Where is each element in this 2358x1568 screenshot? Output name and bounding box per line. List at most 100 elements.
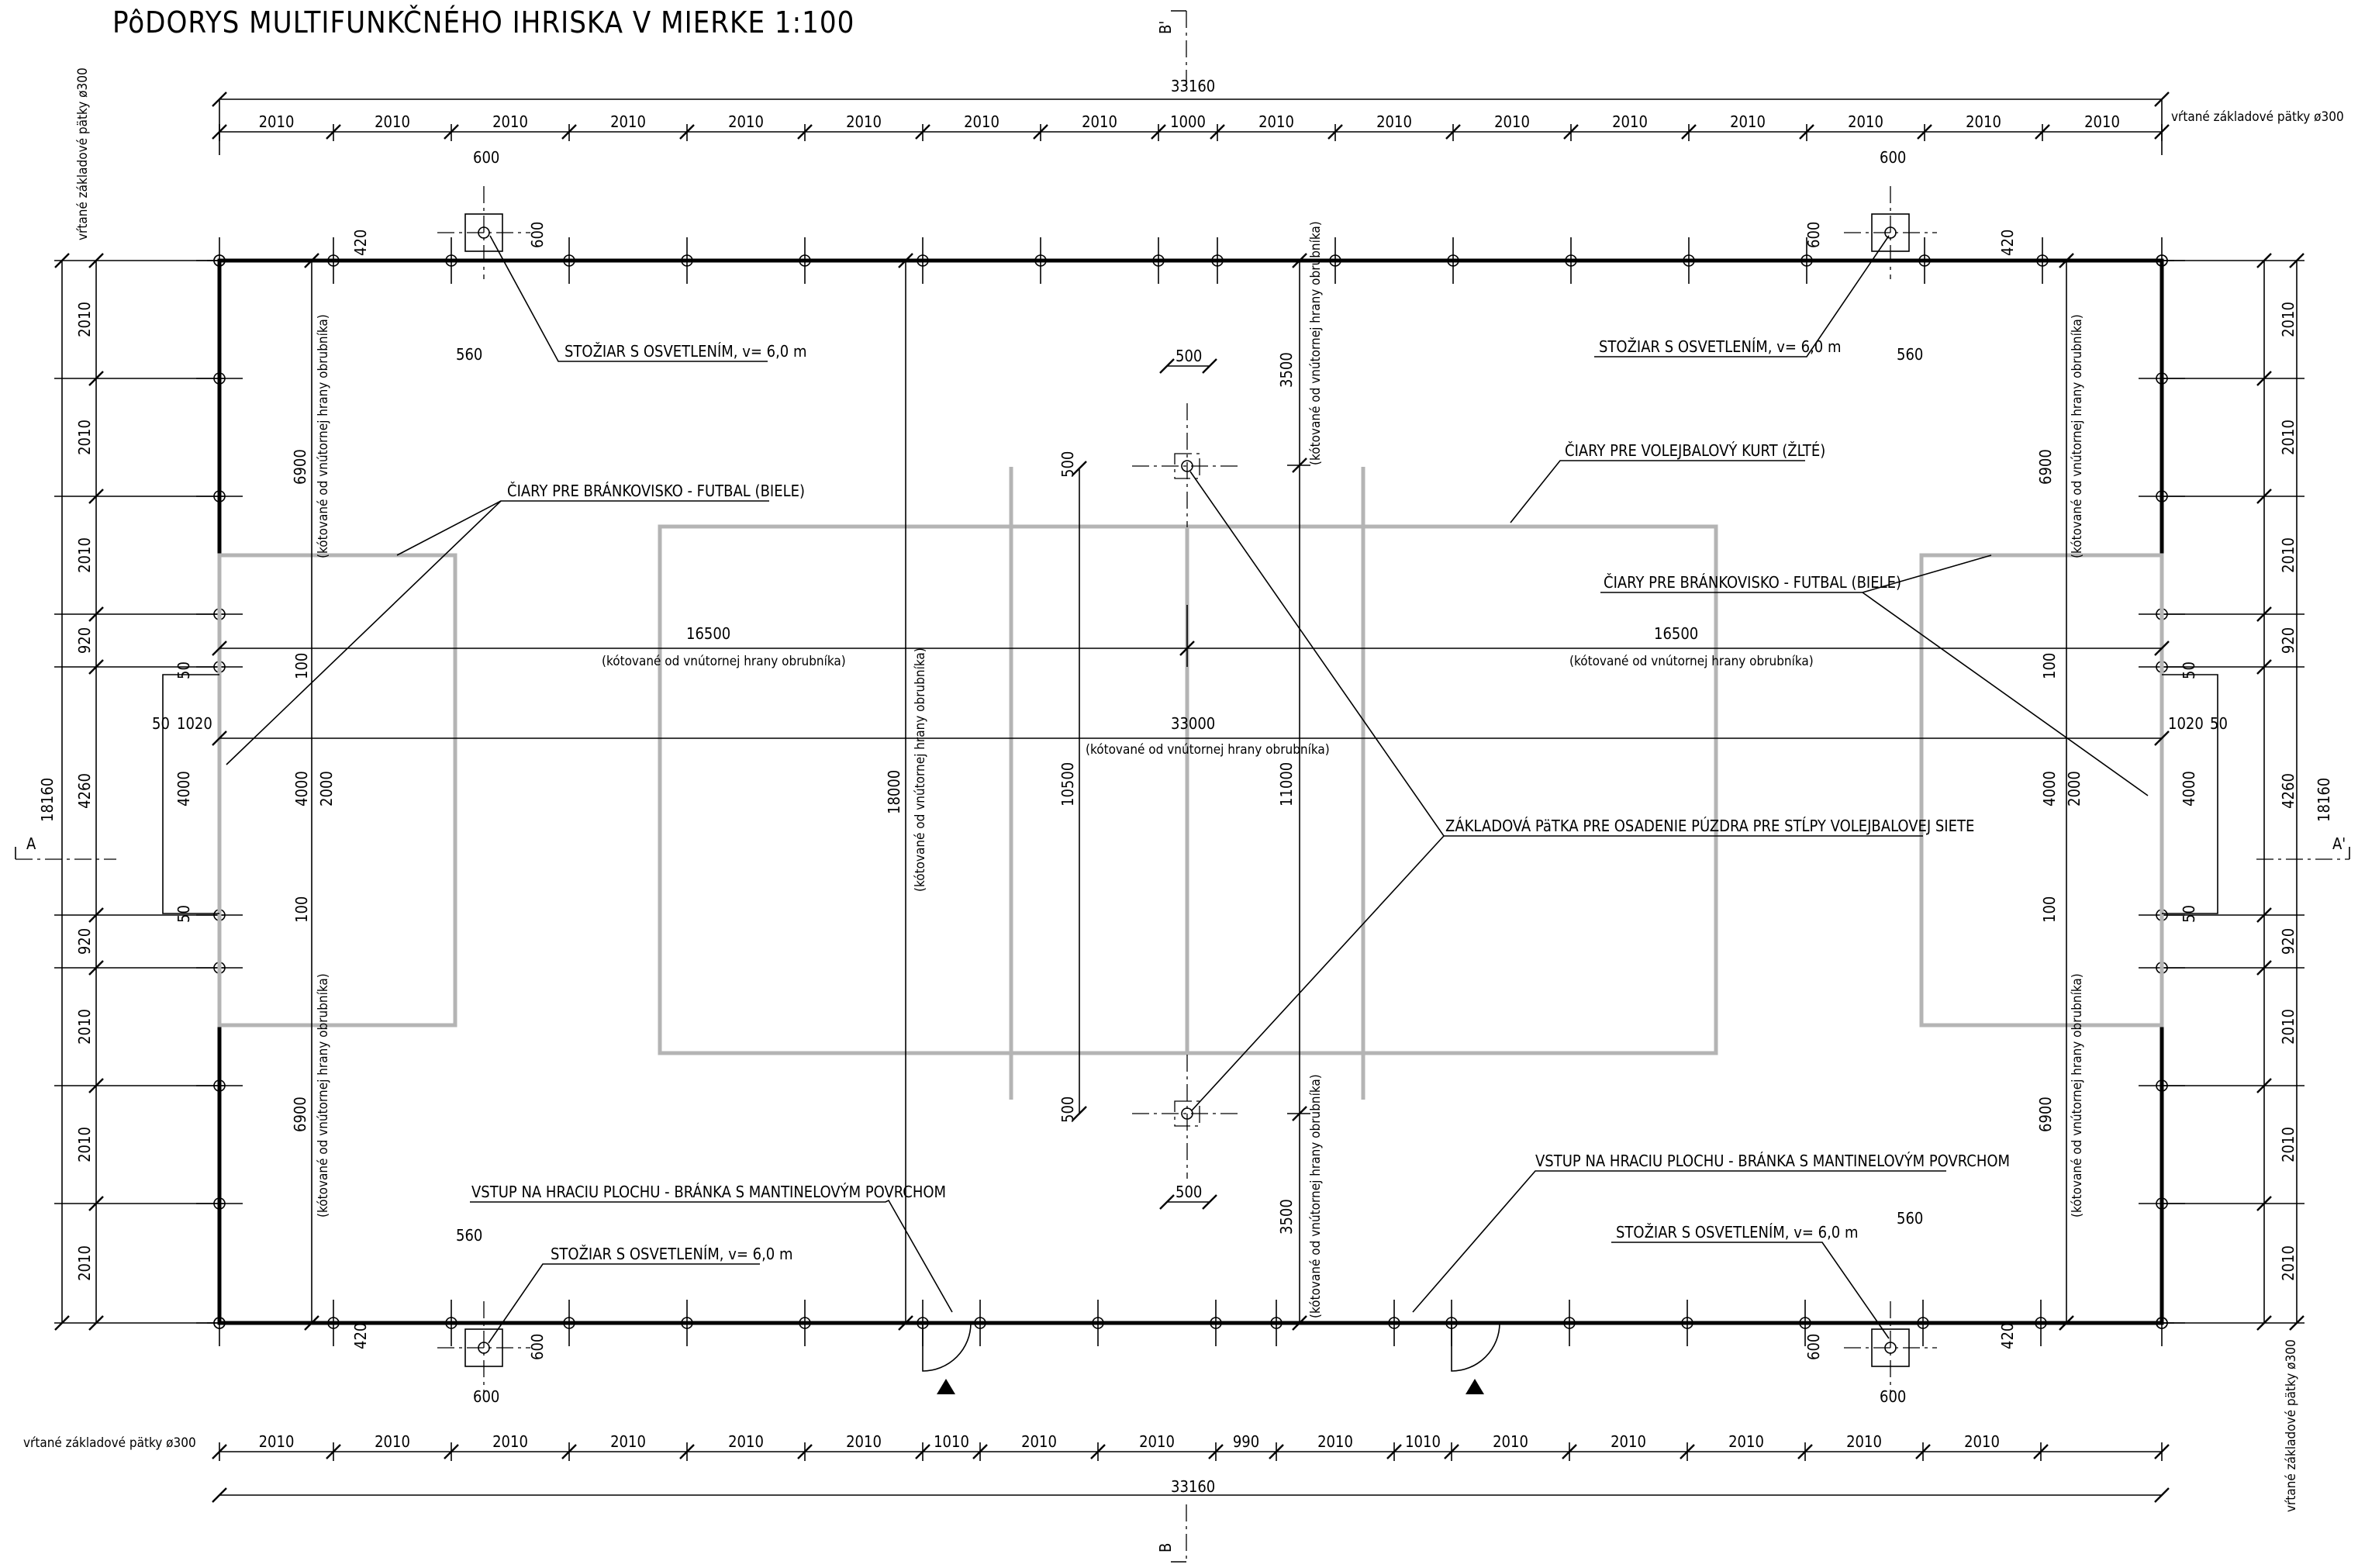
dim-tick: [2059, 253, 2074, 268]
note-left-bottom: (kótované od vnútornej hrany obrubníka): [316, 973, 331, 1217]
dim-tick: [1072, 1106, 1087, 1121]
dim-16500-left: 16500: [686, 624, 730, 643]
right-total-dim: 18160: [2315, 778, 2333, 822]
dim-50-right-a: 50: [2210, 714, 2228, 733]
dim-100-left-a: 100: [292, 653, 311, 679]
section-mark-a-left: A: [26, 834, 36, 853]
footing-note-bottom-left: vŕtané základové pätky ø300: [23, 1435, 196, 1451]
bottom-dim-9: 990: [1233, 1432, 1259, 1451]
bottom-dim-2: 2010: [492, 1432, 528, 1451]
note-right-top: (kótované od vnútornej hrany obrubníka): [2070, 314, 2085, 558]
note-33000: (kótované od vnútornej hrany obrubníka): [1086, 742, 1330, 758]
left-dim-8: 2010: [75, 1245, 94, 1281]
dim-6900-left-bottom: 6900: [291, 1097, 309, 1132]
label-net-footing: ZÁKLADOVÁ PäTKA PRE OSADENIE PÚZDRA PRE …: [1445, 817, 1974, 835]
dim-16500-right: 16500: [1654, 624, 1698, 643]
dim-1020-right: 1020: [2168, 714, 2204, 733]
right-dim-0: 2010: [2279, 302, 2298, 337]
dim-50-right-b: 50: [2180, 661, 2198, 679]
bottom-dim-7: 2010: [1021, 1432, 1057, 1451]
note-3500-top: (kótované od vnútornej hrany obrubníka): [1308, 221, 1324, 465]
callout-leader-0: [489, 235, 768, 362]
dim-50-right-c: 50: [2180, 905, 2198, 923]
dim-420-tr: 420: [1998, 230, 2017, 256]
note-16500-left: (kótované od vnútornej hrany obrubníka): [602, 654, 846, 669]
dim-3500-bottom: 3500: [1277, 1199, 1296, 1235]
dim-tick: [1159, 358, 1175, 374]
entry-arrow-1: [1466, 1379, 1484, 1394]
dim-600-tl: 600: [473, 148, 499, 167]
left-dim-5: 920: [75, 928, 94, 955]
top-dim-4: 2010: [728, 112, 764, 131]
dim-600-br-v: 600: [1804, 1334, 1823, 1360]
dim-tick: [2154, 730, 2170, 746]
dim-10500: 10500: [1058, 762, 1077, 806]
entry-arrow-0: [937, 1379, 955, 1394]
callout-leader-8: [1510, 460, 1805, 523]
callout-leader-5: [396, 500, 502, 556]
dim-4000-left-a: 4000: [174, 771, 193, 806]
dim-600-br: 600: [1880, 1387, 1906, 1406]
bottom-dim-8: 2010: [1139, 1432, 1175, 1451]
top-dim-5: 2010: [846, 112, 882, 131]
dim-600-bl: 600: [473, 1387, 499, 1406]
label-entry-right: VSTUP NA HRACIU PLOCHU - BRÁNKA S MANTIN…: [1535, 1152, 2010, 1170]
right-dim-1: 2010: [2279, 420, 2298, 455]
bottom-dim-16: 2010: [1964, 1432, 2000, 1451]
dim-100-left-b: 100: [292, 896, 311, 923]
dim-tick: [1159, 1194, 1175, 1210]
top-dim-12: 2010: [1612, 112, 1648, 131]
dim-tick: [304, 253, 319, 268]
left-dim-1: 2010: [75, 420, 94, 455]
left-total-dim: 18160: [38, 778, 57, 822]
dim-500-top-v: 500: [1058, 451, 1077, 478]
section-mark-b-bottom: B: [1156, 1543, 1175, 1552]
top-dim-13: 2010: [1730, 112, 1766, 131]
dim-tick: [2059, 1315, 2074, 1331]
dim-tick: [1202, 1194, 1217, 1210]
note-left-top: (kótované od vnútornej hrany obrubníka): [316, 314, 331, 558]
top-dim-16: 2010: [2084, 112, 2120, 131]
label-mast-bl: STOŽIAR S OSVETLENÍM, v= 6,0 m: [551, 1245, 792, 1263]
right-dim-3: 920: [2279, 627, 2298, 654]
left-dim-0: 2010: [75, 302, 94, 337]
goal-right: [2162, 674, 2218, 914]
goal-area-left: [217, 553, 457, 1027]
label-volley-lines: ČIARY PRE VOLEJBALOVÝ KURT (ŽLTÉ): [1565, 441, 1825, 460]
bottom-dim-4: 2010: [728, 1432, 764, 1451]
dim-6900-right-bottom: 6900: [2036, 1097, 2055, 1132]
top-dim-2: 2010: [492, 112, 528, 131]
bottom-dim-0: 2010: [259, 1432, 295, 1451]
right-dim-2: 2010: [2279, 537, 2298, 573]
drawing-title: PôDORYS MULTIFUNKČNÉHO IHRISKA V MIERKE …: [112, 5, 854, 40]
label-goal-lines-right: ČIARY PRE BRÁNKOVISKO - FUTBAL (BIELE): [1604, 573, 1901, 592]
dim-600-tl-v: 600: [528, 222, 547, 248]
top-dim-15: 2010: [1966, 112, 2001, 131]
bottom-dim-12: 2010: [1493, 1432, 1528, 1451]
footing-note-bottom-right: vŕtané základové pätky ø300: [2284, 1339, 2299, 1512]
dim-tick: [212, 641, 227, 656]
dim-50-left-b: 50: [174, 661, 193, 679]
dim-600-tr: 600: [1880, 148, 1906, 167]
dim-18000: 18000: [885, 770, 903, 814]
bottom-dim-15: 2010: [1846, 1432, 1882, 1451]
top-dim-11: 2010: [1494, 112, 1530, 131]
label-mast-br: STOŽIAR S OSVETLENÍM, v= 6,0 m: [1616, 1223, 1858, 1242]
dim-50-left-a: 50: [152, 714, 170, 733]
goal-area-right: [1919, 553, 2164, 1027]
drawing-geometry: [15, 10, 2350, 1563]
dim-560-tr: 560: [1897, 345, 1923, 364]
dim-4000-right-a: 4000: [2040, 771, 2059, 806]
callout-leader-2: [488, 1263, 760, 1344]
dim-500-top-h: 500: [1176, 347, 1202, 365]
label-entry-left: VSTUP NA HRACIU PLOCHU - BRÁNKA S MANTIN…: [471, 1183, 946, 1201]
section-mark-a-right: A': [2332, 834, 2346, 853]
top-dim-7: 2010: [1082, 112, 1117, 131]
dim-tick: [2154, 641, 2170, 656]
note-3500-bottom: (kótované od vnútornej hrany obrubníka): [1308, 1074, 1324, 1318]
right-dim-5: 920: [2279, 928, 2298, 955]
goal-left: [162, 674, 219, 914]
dim-2000-right: 2000: [2065, 771, 2084, 806]
right-dim-7: 2010: [2279, 1127, 2298, 1162]
